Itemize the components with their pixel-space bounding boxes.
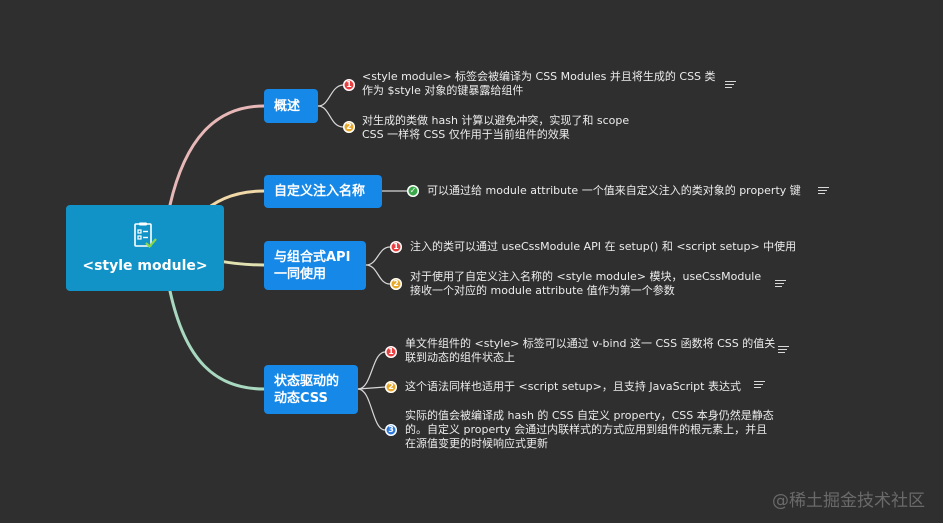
leaf-overview-2[interactable]: 对生成的类做 hash 计算以避免冲突，实现了和 scope CSS 一样将 C… <box>362 114 629 142</box>
leaf-connector <box>357 388 386 431</box>
leaf-connector <box>365 264 391 285</box>
note-icon[interactable] <box>754 381 765 389</box>
topic-overview[interactable]: 概述 <box>264 89 318 123</box>
badge-number-2: 2 <box>385 381 397 393</box>
leaf-line: 作为 $style 对象的键暴露给组件 <box>362 84 524 97</box>
leaf-line: 对生成的类做 hash 计算以避免冲突，实现了和 scope <box>362 114 630 127</box>
leaf-line: CSS 一样将 CSS 仅作用于当前组件的效果 <box>362 128 570 141</box>
leaf-line: 联到动态的组件状态上 <box>405 351 515 364</box>
note-icon[interactable] <box>778 346 789 354</box>
leaf-line: 实际的值会被编译成 hash 的 CSS 自定义 property，CSS 本身… <box>405 409 774 422</box>
leaf-dynamic-css-1[interactable]: 单文件组件的 <style> 标签可以通过 v-bind 这一 CSS 函数将 … <box>405 337 775 365</box>
leaf-dynamic-css-2[interactable]: 这个语法同样也适用于 <script setup>，且支持 JavaScript… <box>405 380 741 394</box>
topic-composition-api[interactable]: 与组合式API一同使用 <box>264 241 366 290</box>
leaf-connector <box>317 105 344 128</box>
badge-number-3: 3 <box>385 424 397 436</box>
leaf-line: 的。自定义 property 会通过内联样式的方式应用到组件的根元素上，并且 <box>405 423 768 436</box>
leaf-connector <box>357 386 386 390</box>
badge-number-2: 2 <box>390 278 402 290</box>
leaf-line: 单文件组件的 <style> 标签可以通过 v-bind 这一 CSS 函数将 … <box>405 337 776 350</box>
branch-connector <box>168 104 266 207</box>
note-icon[interactable] <box>725 81 736 89</box>
topic-label: 状态驱动的动态CSS <box>274 373 340 406</box>
leaf-connector <box>357 351 386 390</box>
leaf-dynamic-css-3[interactable]: 实际的值会被编译成 hash 的 CSS 自定义 property，CSS 本身… <box>405 409 774 451</box>
note-icon[interactable] <box>818 187 829 195</box>
leaf-line: 在源值变更的时候响应式更新 <box>405 437 548 450</box>
leaf-line: 接收一个对应的 module attribute 值作为第一个参数 <box>410 284 675 297</box>
branch-connector <box>168 289 266 391</box>
leaf-line: <style module> 标签会被编译为 CSS Modules 并且将生成… <box>362 70 716 83</box>
leaf-line: 对于使用了自定义注入名称的 <style module> 模块，useCssMo… <box>410 270 762 283</box>
badge-number-1: 1 <box>385 346 397 358</box>
leaf-connector <box>365 246 391 266</box>
topic-custom-inject-name[interactable]: 自定义注入名称 <box>264 175 382 208</box>
watermark: @稀土掘金技术社区 <box>772 491 925 511</box>
topic-label: 与组合式API一同使用 <box>274 249 351 282</box>
leaf-line: 注入的类可以通过 useCssModule API 在 setup() 和 <s… <box>410 240 797 253</box>
topic-state-driven-css[interactable]: 状态驱动的动态CSS <box>264 365 358 414</box>
note-icon[interactable] <box>775 280 786 288</box>
leaf-composition-2[interactable]: 对于使用了自定义注入名称的 <style module> 模块，useCssMo… <box>410 270 761 298</box>
topic-label: 概述 <box>274 98 301 114</box>
leaf-line: 可以通过给 module attribute 一个值来自定义注入的类对象的 pr… <box>427 184 801 197</box>
topic-label: 自定义注入名称 <box>274 184 366 199</box>
leaf-overview-1[interactable]: <style module> 标签会被编译为 CSS Modules 并且将生成… <box>362 70 716 98</box>
leaf-connector <box>317 84 344 107</box>
leaf-line: 这个语法同样也适用于 <script setup>，且支持 JavaScript… <box>405 380 741 393</box>
leaf-composition-1[interactable]: 注入的类可以通过 useCssModule API 在 setup() 和 <s… <box>410 240 796 254</box>
badge-number-1: 1 <box>390 241 402 253</box>
badge-number-2: 2 <box>343 121 355 133</box>
leaf-custom-inject[interactable]: 可以通过给 module attribute 一个值来自定义注入的类对象的 pr… <box>427 184 801 198</box>
check-icon: ✓ <box>407 185 419 197</box>
badge-number-1: 1 <box>343 79 355 91</box>
checklist-document-icon <box>134 222 157 249</box>
root-node[interactable]: <style module> <box>66 205 224 291</box>
root-label: <style module> <box>82 258 208 274</box>
